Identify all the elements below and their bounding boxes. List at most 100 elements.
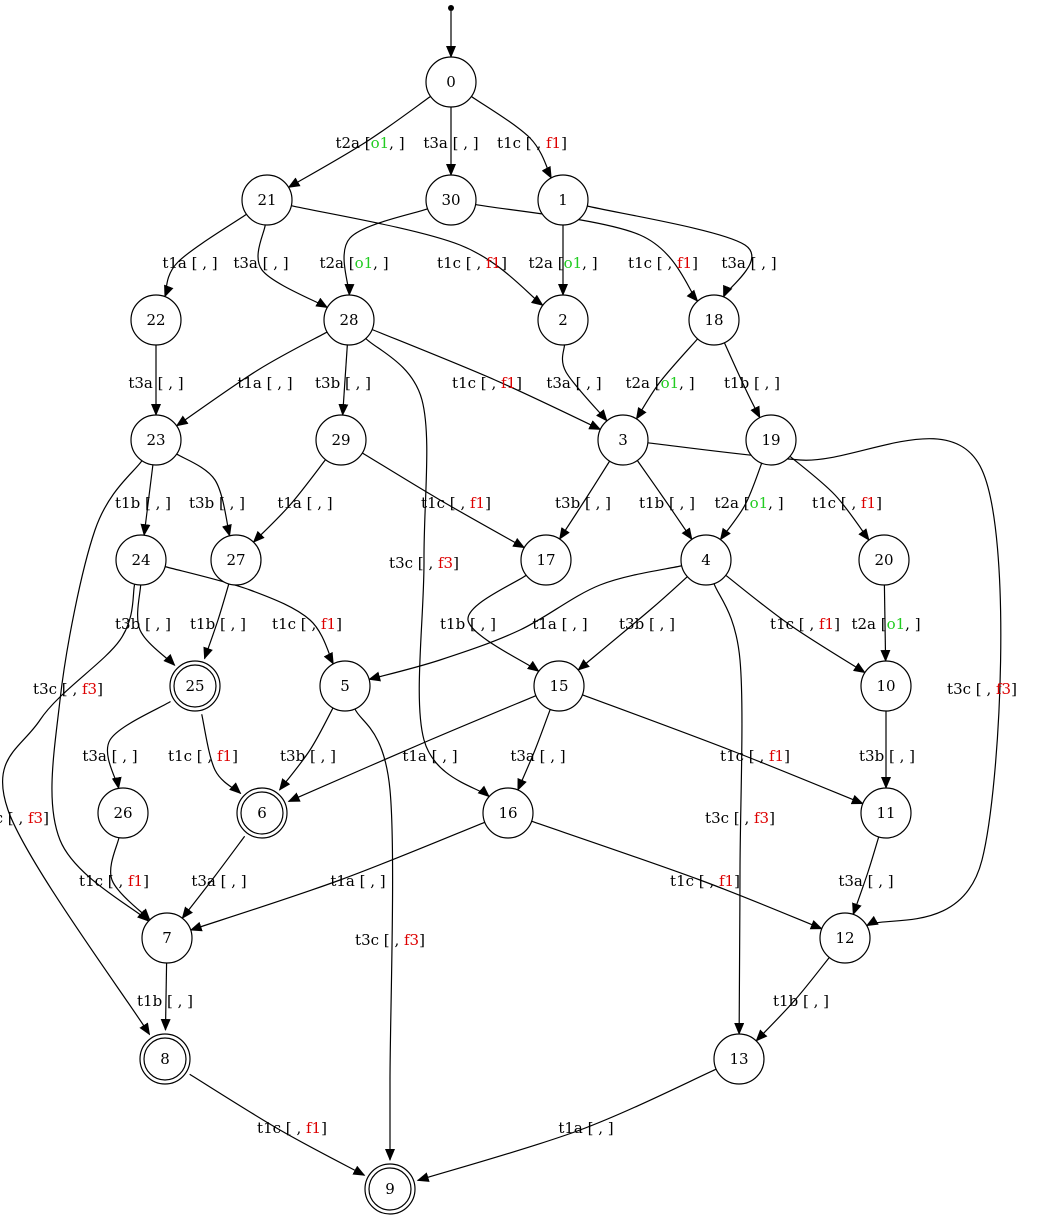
edge-separator: , xyxy=(168,374,178,392)
edge-bracket-close: ] xyxy=(283,254,289,272)
state-node-26: 26 xyxy=(97,787,149,839)
state-node-3: 3 xyxy=(597,414,649,466)
edge-fault: f3 xyxy=(754,809,769,827)
state-label: 1 xyxy=(558,191,568,209)
state-label: 24 xyxy=(131,551,150,569)
edge-event: t3a xyxy=(838,872,863,890)
edge-bracket-open: [ xyxy=(876,615,887,633)
edge-24-25 xyxy=(137,584,176,667)
edge-event: t3c xyxy=(947,680,971,698)
edge-label-23-7: t3c [ , f3] xyxy=(33,680,103,698)
edge-bracket-open: [ xyxy=(553,254,564,272)
edge-bracket-open: [ xyxy=(215,615,226,633)
edge-label-3-17: t3b [ , ] xyxy=(555,494,611,512)
edge-fault: f1 xyxy=(719,872,734,890)
edge-label-4-10: t1c [ , f1] xyxy=(770,615,840,633)
edge-bracket-open: [ xyxy=(379,931,390,949)
edge-bracket-open: [ xyxy=(445,494,456,512)
edge-event: t3b xyxy=(115,615,140,633)
state-node-11: 11 xyxy=(860,787,912,839)
edge-19-4 xyxy=(719,462,763,541)
state-node-12: 12 xyxy=(819,912,871,964)
edge-bracket-open: [ xyxy=(107,747,118,765)
state-label: 17 xyxy=(536,551,555,569)
edge-label-8-9: t1c [ , f1] xyxy=(257,1119,327,1137)
edge-label-28-29: t3b [ , ] xyxy=(315,374,371,392)
edge-label-25-6: t1c [ , f1] xyxy=(168,747,238,765)
state-label: 30 xyxy=(441,191,460,209)
state-node-6: 6 xyxy=(236,787,288,839)
edge-fault: f1 xyxy=(128,872,143,890)
edge-bracket-open: [ xyxy=(863,872,874,890)
edge-bracket-open: [ xyxy=(476,374,487,392)
edge-separator: , xyxy=(277,374,287,392)
edge-label-19-4: t2a [o1, ] xyxy=(714,494,783,512)
state-circle xyxy=(141,912,193,964)
edge-bracket-open: [ xyxy=(214,494,225,512)
edge-label-19-20: t1c [ , f1] xyxy=(812,494,882,512)
edge-separator: , xyxy=(118,872,128,890)
edge-label-0-30: t3a [ , ] xyxy=(423,134,478,152)
state-node-0: 0 xyxy=(425,56,477,108)
edge-bracket-open: [ xyxy=(302,494,313,512)
edge-21-2 xyxy=(291,205,544,306)
edge-bracket-close: ] xyxy=(240,615,246,633)
edge-0-1 xyxy=(471,95,552,179)
edge-separator: , xyxy=(905,615,915,633)
state-node-17: 17 xyxy=(520,534,572,586)
state-circle xyxy=(97,787,149,839)
state-circle xyxy=(713,1033,765,1085)
edge-bracket-open: [ xyxy=(153,374,164,392)
edge-separator: , xyxy=(768,494,778,512)
edge-observation: o1 xyxy=(355,254,374,272)
edge-event: t1c xyxy=(168,747,192,765)
state-node-30: 30 xyxy=(425,174,477,226)
state-circle xyxy=(520,534,572,586)
edge-21-22 xyxy=(164,213,247,298)
edge-bracket-open: [ xyxy=(281,1119,292,1137)
edge-bracket-close: ] xyxy=(1011,680,1017,698)
edge-separator: , xyxy=(679,374,689,392)
edge-separator: , xyxy=(442,747,452,765)
state-circle xyxy=(425,174,477,226)
state-node-16: 16 xyxy=(482,787,534,839)
edge-bracket-close: ] xyxy=(43,809,49,827)
state-label: 5 xyxy=(340,677,350,695)
edge-event: t1c xyxy=(770,615,794,633)
edge-event: t1c xyxy=(272,615,296,633)
edge-observation: o1 xyxy=(371,134,390,152)
edge-bracket-open: [ xyxy=(258,254,269,272)
state-label: 19 xyxy=(761,431,780,449)
edge-fault: f1 xyxy=(677,254,692,272)
edge-event: t1b xyxy=(190,615,215,633)
state-circle xyxy=(680,534,732,586)
edge-bracket-open: [ xyxy=(694,872,705,890)
edge-fault: f1 xyxy=(546,134,561,152)
edge-27-25 xyxy=(203,583,230,660)
state-circle xyxy=(130,294,182,346)
edge-bracket-close: ] xyxy=(734,872,740,890)
edge-16-12 xyxy=(531,820,823,930)
edge-fault: f3 xyxy=(404,931,419,949)
edge-event: t3c xyxy=(389,554,413,572)
edge-label-0-1: t1c [ , f1] xyxy=(497,134,567,152)
edge-separator: , xyxy=(598,1119,608,1137)
edge-label-3-4: t1b [ , ] xyxy=(639,494,695,512)
state-circle xyxy=(482,787,534,839)
edge-label-20-10: t2a [o1, ] xyxy=(851,615,920,633)
edge-separator: , xyxy=(809,615,819,633)
edge-23-27 xyxy=(176,453,232,537)
state-label: 22 xyxy=(146,311,165,329)
state-circle xyxy=(130,414,182,466)
edge-event: t3c xyxy=(33,680,57,698)
state-node-21: 21 xyxy=(241,174,293,226)
state-node-2: 2 xyxy=(537,294,589,346)
edge-event: t1a xyxy=(558,1119,583,1137)
edge-label-10-11: t3b [ , ] xyxy=(859,747,915,765)
edge-event: t3b xyxy=(189,494,214,512)
edge-label-21-28: t3a [ , ] xyxy=(233,254,288,272)
edge-15-6 xyxy=(287,695,537,802)
edge-bracket-open: [ xyxy=(262,374,273,392)
edge-fault: f1 xyxy=(486,254,501,272)
edge-observation: o1 xyxy=(564,254,583,272)
